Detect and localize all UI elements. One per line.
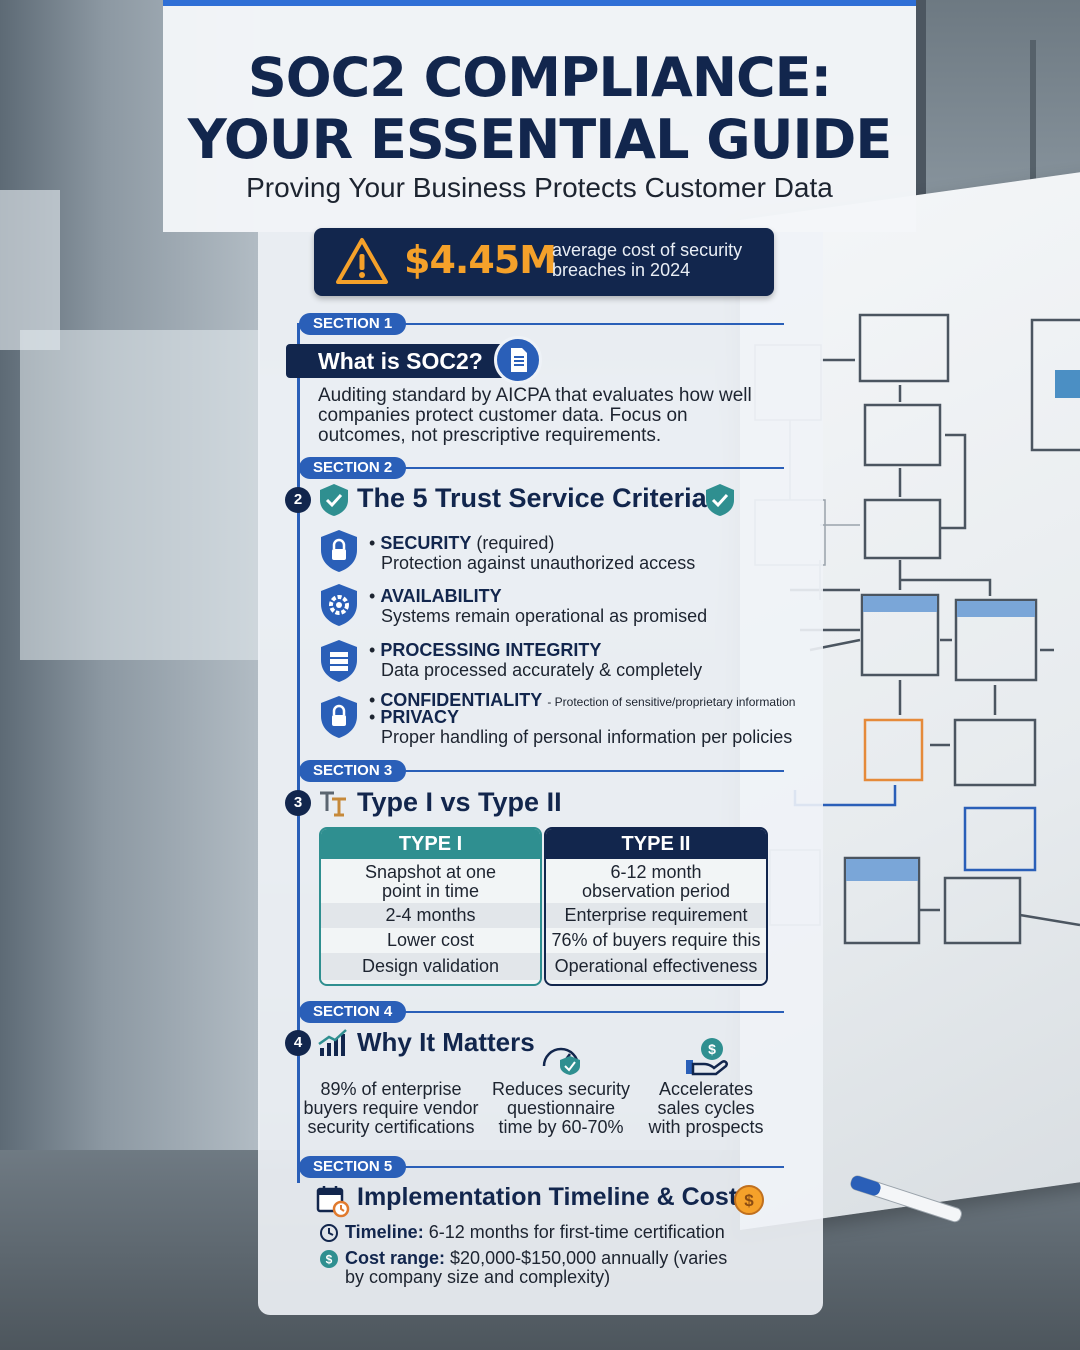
section-divider xyxy=(400,1166,784,1168)
window xyxy=(0,190,60,350)
calendar-clock-icon xyxy=(316,1186,350,1218)
clock-icon xyxy=(320,1224,338,1242)
section-3-tag: SECTION 3 xyxy=(299,760,407,782)
page-title-line2: YOUR ESSENTIAL GUIDE xyxy=(187,108,893,171)
svg-text:$: $ xyxy=(744,1191,754,1210)
shield-check-icon xyxy=(320,484,348,516)
criterion-processing-integrity: • PROCESSING INTEGRITY Data processed ac… xyxy=(369,640,703,680)
criterion-note: - Protection of sensitive/proprietary in… xyxy=(547,695,796,709)
section-2-tag: SECTION 2 xyxy=(299,457,407,479)
section-divider xyxy=(400,1011,784,1013)
section-3-number: 3 xyxy=(285,790,311,816)
timeline-value: 6-12 months for first-time certification xyxy=(428,1222,725,1242)
gear-shield-icon xyxy=(321,584,357,626)
timeline-line xyxy=(297,323,300,1183)
timeline-line-item: Timeline: 6-12 months for first-time cer… xyxy=(345,1223,725,1242)
section-1-body: Auditing standard by AICPA that evaluate… xyxy=(318,385,752,446)
lock-shield-icon xyxy=(321,530,357,572)
criterion-confidentiality: • CONFIDENTIALITY - Protection of sensit… xyxy=(369,690,796,710)
criterion-description: Systems remain operational as promised xyxy=(381,606,708,626)
door-frame xyxy=(1030,40,1036,290)
section-4-heading: Why It Matters xyxy=(357,1027,535,1057)
type-icon xyxy=(320,791,346,817)
growth-chart-icon xyxy=(318,1029,347,1056)
why-point-2: Reduces security questionnaire time by 6… xyxy=(491,1079,631,1137)
criterion-security: • SECURITY (required) Protection against… xyxy=(369,533,696,573)
type-1-row: Design validation xyxy=(321,953,540,980)
server-shield-icon xyxy=(321,640,357,682)
criterion-name: PROCESSING INTEGRITY xyxy=(380,640,602,660)
page-subtitle: Proving Your Business Protects Customer … xyxy=(246,172,833,203)
door-frame xyxy=(916,0,926,330)
breach-cost-caption: average cost of security breaches in 202… xyxy=(552,240,743,280)
criterion-privacy: • PRIVACY Proper handling of personal in… xyxy=(369,707,793,747)
section-5-heading: Implementation Timeline & Cost xyxy=(357,1183,738,1211)
criterion-name: AVAILABILITY xyxy=(380,586,502,606)
type-2-row: 76% of buyers require this xyxy=(551,930,761,950)
frosted-glass-panel xyxy=(20,330,260,660)
criterion-note: (required) xyxy=(476,533,555,553)
criterion-name: SECURITY xyxy=(380,533,472,553)
cost-value: $20,000-$150,000 annually (varies by com… xyxy=(345,1248,728,1287)
svg-text:$: $ xyxy=(326,1253,333,1267)
svg-text:$: $ xyxy=(708,1041,716,1057)
type-1-header: TYPE I xyxy=(321,829,540,859)
dollar-coin-icon: $ xyxy=(320,1250,338,1268)
section-4-tag: SECTION 4 xyxy=(299,1001,407,1023)
header-panel xyxy=(163,0,916,232)
section-divider xyxy=(400,467,784,469)
section-5-tag: SECTION 5 xyxy=(299,1156,407,1178)
type-1-row: 2-4 months xyxy=(321,903,540,928)
speedometer-shield-icon xyxy=(542,1047,580,1075)
breach-cost-value: $4.45M xyxy=(404,238,557,282)
criterion-name: PRIVACY xyxy=(380,707,459,727)
section-2-heading: The 5 Trust Service Criteria xyxy=(357,483,707,513)
criterion-name: CONFIDENTIALITY xyxy=(380,690,543,710)
coin-icon: $ xyxy=(734,1185,764,1215)
section-divider xyxy=(400,770,784,772)
type-1-row: Snapshot at one point in time xyxy=(364,862,497,901)
section-1-heading: What is SOC2? xyxy=(286,344,512,378)
section-2-number: 2 xyxy=(285,487,311,513)
type-1-card: TYPE I Snapshot at one point in time 2-4… xyxy=(319,827,542,986)
type-2-row: Enterprise requirement xyxy=(546,903,766,928)
cost-line-item: Cost range: $20,000-$150,000 annually (v… xyxy=(345,1249,745,1287)
why-point-1: 89% of enterprise buyers require vendor … xyxy=(303,1079,479,1137)
section-4-number: 4 xyxy=(285,1030,311,1056)
type-2-row: Operational effectiveness xyxy=(546,953,766,980)
criterion-description: Data processed accurately & completely xyxy=(381,660,703,680)
warning-icon xyxy=(336,238,388,284)
criterion-description: Protection against unauthorized access xyxy=(381,553,696,573)
section-divider xyxy=(400,323,784,325)
section-3-heading: Type I vs Type II xyxy=(357,787,562,817)
criterion-availability: • AVAILABILITY Systems remain operationa… xyxy=(369,586,708,626)
timeline-label: Timeline: xyxy=(345,1222,424,1242)
lock-shield-icon xyxy=(321,696,357,738)
breach-cost-banner: $4.45M average cost of security breaches… xyxy=(314,228,774,296)
document-icon xyxy=(494,336,542,384)
section-1-tag: SECTION 1 xyxy=(299,313,407,335)
type-2-header: TYPE II xyxy=(546,829,766,859)
criterion-description: Proper handling of personal information … xyxy=(381,727,793,747)
page-title-line1: SOC2 COMPLIANCE: xyxy=(247,46,832,109)
type-2-row: 6-12 month observation period xyxy=(581,862,731,901)
type-1-row: Lower cost xyxy=(386,930,475,950)
shield-check-icon xyxy=(706,484,734,516)
why-point-3: Accelerates sales cycles with prospects xyxy=(648,1079,764,1137)
cost-label: Cost range: xyxy=(345,1248,446,1268)
money-hand-icon: $ xyxy=(686,1038,728,1076)
type-2-card: TYPE II 6-12 month observation period En… xyxy=(544,827,768,986)
